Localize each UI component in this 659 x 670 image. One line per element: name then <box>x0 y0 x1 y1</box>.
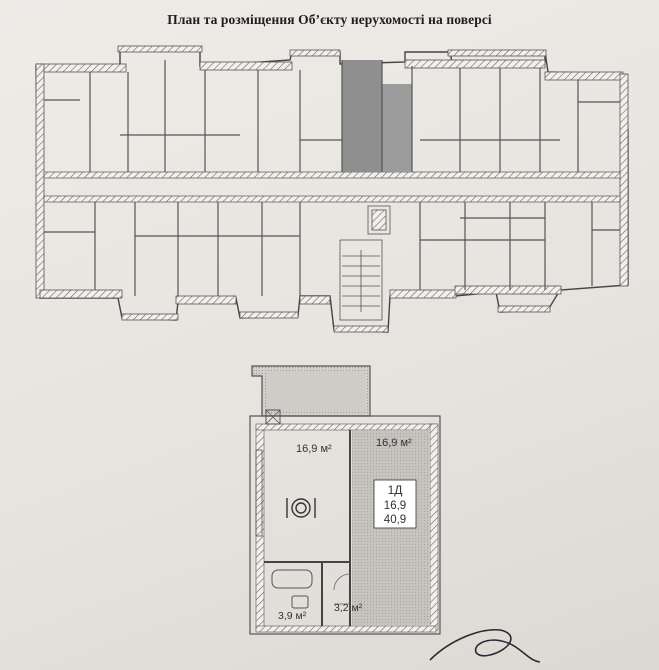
signature <box>429 629 541 663</box>
kitchen-area: 16,9 м² <box>296 443 332 455</box>
hall-area: 3,2 м² <box>334 602 363 614</box>
stairwell <box>339 205 391 321</box>
page-title: План та розміщення Об’єкту нерухомості н… <box>167 12 492 27</box>
apartment-code: 1Д <box>388 483 403 497</box>
apartment-living-area: 16,9 <box>384 500 406 512</box>
bathroom-area: 3,9 м² <box>278 610 307 622</box>
interior-walls <box>44 60 620 296</box>
outer-walls <box>35 45 629 333</box>
highlighted-apartment <box>342 60 412 172</box>
living-room-area: 16,9 м² <box>376 437 412 449</box>
dining-icon <box>286 498 316 518</box>
corridor <box>43 171 621 203</box>
apartment-total-area: 40,9 <box>384 514 406 526</box>
apartment-plan <box>249 365 441 635</box>
